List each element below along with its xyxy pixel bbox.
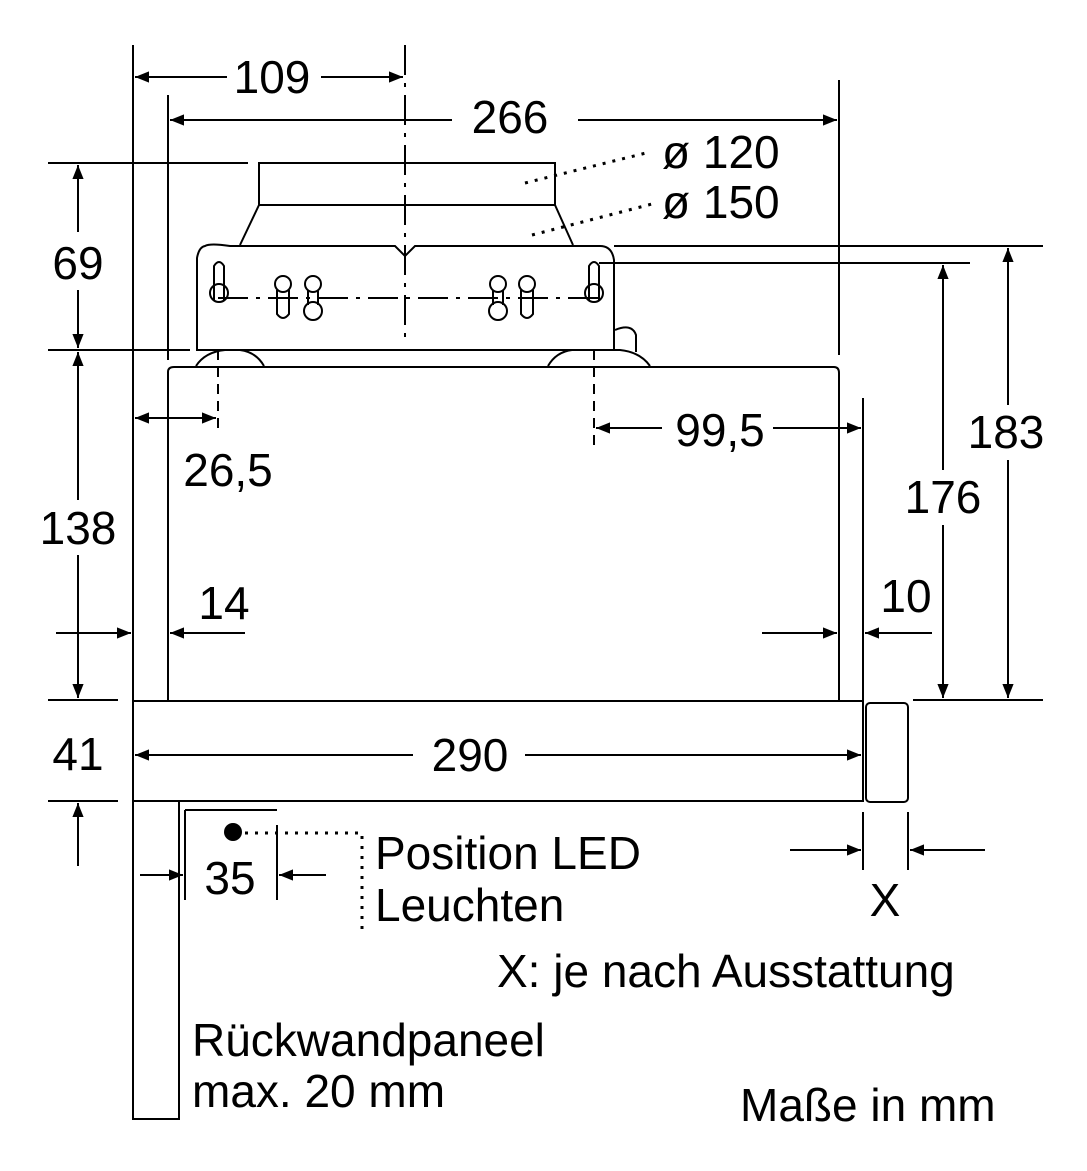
leader-led bbox=[245, 831, 364, 935]
keyhole-slots bbox=[209, 261, 604, 321]
dim-41: 41 bbox=[52, 728, 103, 780]
dim-69: 69 bbox=[52, 237, 103, 289]
motor-bump bbox=[614, 326, 637, 352]
frame-feet bbox=[195, 349, 651, 367]
mounting-frame bbox=[196, 243, 615, 351]
dim-diameter-120: ø 120 bbox=[662, 126, 780, 178]
dim-14: 14 bbox=[198, 577, 249, 629]
leader-dia150 bbox=[531, 202, 653, 237]
dim-x: X bbox=[870, 874, 901, 926]
connector-cone bbox=[239, 204, 574, 246]
label-led-position: Position LED bbox=[375, 827, 641, 879]
front-panel-x bbox=[865, 702, 909, 803]
dim-99-5: 99,5 bbox=[675, 404, 765, 456]
label-units: Maße in mm bbox=[740, 1079, 996, 1131]
exhaust-connector bbox=[258, 162, 556, 206]
dim-266: 266 bbox=[472, 91, 549, 143]
hood-body-outline bbox=[167, 366, 840, 700]
dim-10: 10 bbox=[880, 570, 931, 622]
dim-109: 109 bbox=[234, 51, 311, 103]
dim-290: 290 bbox=[432, 729, 509, 781]
dim-35: 35 bbox=[204, 852, 255, 904]
dim-176: 176 bbox=[905, 471, 982, 523]
dim-diameter-150: ø 150 bbox=[662, 176, 780, 228]
front-strip bbox=[132, 700, 864, 802]
label-x-note: X: je nach Ausstattung bbox=[497, 945, 955, 997]
label-back-panel-max: max. 20 mm bbox=[192, 1065, 445, 1117]
dim-183: 183 bbox=[968, 406, 1045, 458]
leader-dia120 bbox=[524, 150, 651, 185]
label-back-panel: Rückwandpaneel bbox=[192, 1014, 545, 1066]
dim-26-5: 26,5 bbox=[183, 444, 273, 496]
back-wall-panel bbox=[132, 800, 180, 1120]
dim-138: 138 bbox=[40, 502, 117, 554]
label-led-leuchten: Leuchten bbox=[375, 879, 564, 931]
led-position-dot bbox=[224, 823, 242, 841]
